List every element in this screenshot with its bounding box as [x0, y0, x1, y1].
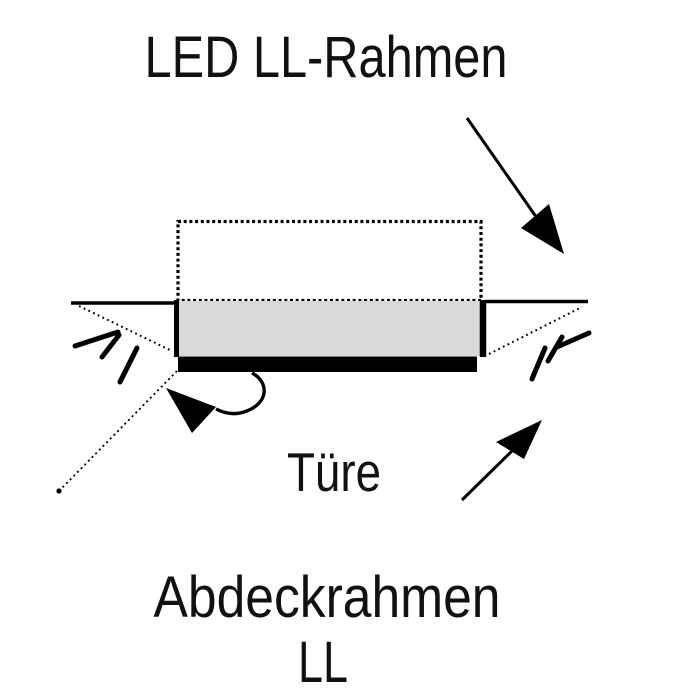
light-ray — [99, 332, 122, 360]
led-frame-arrow-shaft — [465, 117, 548, 232]
light-ray — [72, 329, 121, 349]
door-bar — [178, 356, 477, 372]
door-open-end-dot — [56, 488, 62, 494]
housing-dotted-outline — [176, 219, 483, 303]
light-cone-edge-left — [78, 305, 173, 352]
door-swing-arrowhead-icon — [166, 388, 216, 433]
led-frame-arrow — [465, 117, 564, 254]
frame-body — [177, 301, 483, 356]
light-rays-right — [529, 330, 592, 382]
light-ray — [554, 330, 592, 350]
light-ray — [545, 334, 565, 364]
light-rays-left — [72, 329, 140, 385]
light-cone-edge-right — [488, 306, 583, 355]
light-ray — [117, 345, 140, 385]
cover-frame-label-line1: Abdeckrahmen — [154, 565, 501, 630]
door-swing-arc — [215, 371, 266, 416]
door-label: Türe — [287, 441, 381, 503]
led-frame-arrowhead-icon — [521, 204, 564, 254]
door-arrowhead-icon — [496, 420, 542, 459]
led-frame-label: LED LL-Rahmen — [145, 25, 508, 90]
door-swing-arrow — [166, 371, 266, 433]
light-ray — [529, 345, 548, 382]
door-arrow-shaft — [460, 444, 519, 502]
door-open-dashed-line — [59, 370, 178, 491]
cover-frame-label-line2: LL — [298, 630, 348, 695]
door-arrow — [460, 420, 542, 502]
